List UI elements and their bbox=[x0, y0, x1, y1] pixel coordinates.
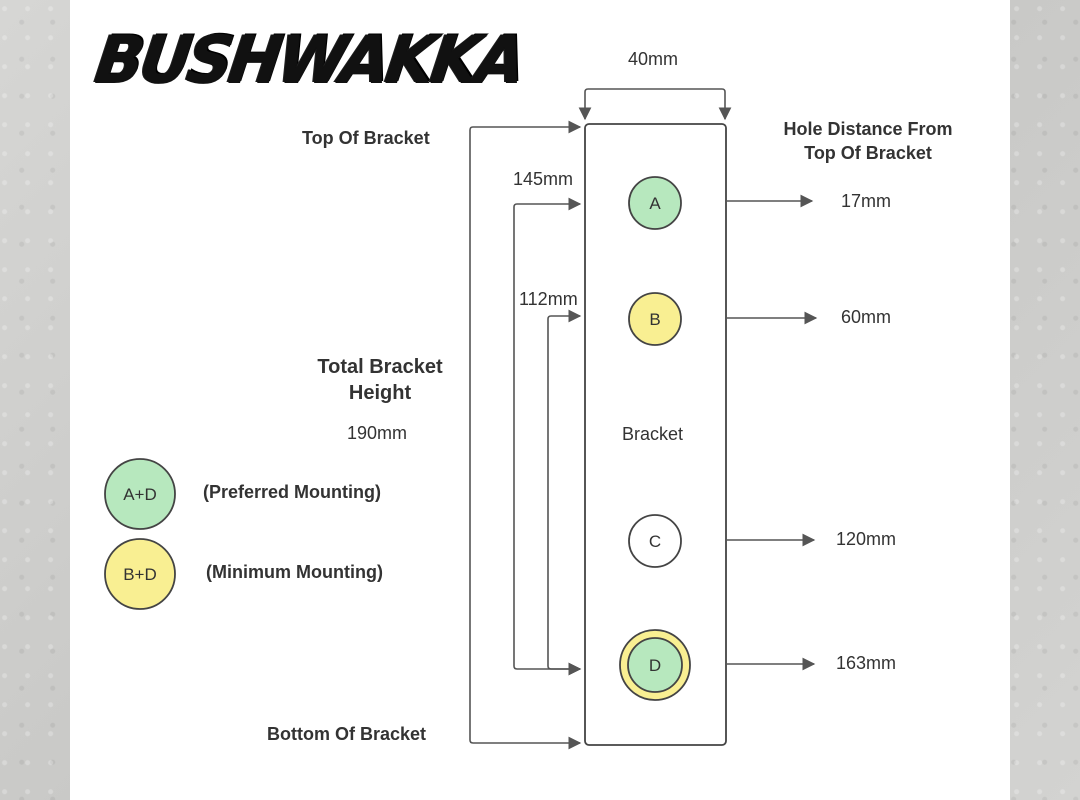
hole-a-label: A bbox=[649, 194, 661, 213]
b-to-d-dimension-line bbox=[547, 309, 582, 676]
top-of-bracket-label: Top Of Bracket bbox=[302, 128, 430, 148]
total-height-value: 190mm bbox=[347, 423, 408, 443]
hole-distance-title: Hole Distance From Top Of Bracket bbox=[776, 117, 960, 165]
bracket-body bbox=[584, 123, 727, 746]
legend-preferred-label: (Preferred Mounting) bbox=[203, 482, 381, 502]
total-height-title-line1: Total Bracket bbox=[317, 356, 443, 378]
hole-c-label: C bbox=[649, 532, 661, 551]
legend-preferred-badge-label: A+D bbox=[123, 485, 157, 504]
hole-d-label: D bbox=[649, 656, 661, 675]
total-height-dimension-line bbox=[469, 120, 582, 750]
legend-preferred-badge bbox=[104, 458, 176, 530]
a-to-d-span-label: 145mm bbox=[513, 169, 574, 189]
hole-distance-title-line2: Top Of Bracket bbox=[804, 143, 932, 163]
hole-distance-title-line1: Hole Distance From bbox=[783, 119, 953, 139]
width-dimension-line bbox=[578, 88, 732, 121]
hole-b-label: B bbox=[649, 310, 660, 329]
total-height-title: Total Bracket Height bbox=[300, 354, 460, 406]
bracket-label: Bracket bbox=[622, 424, 684, 444]
diagram-panel bbox=[70, 0, 1010, 800]
legend-minimum-badge bbox=[104, 538, 176, 610]
b-to-d-span-label: 112mm bbox=[519, 289, 578, 309]
hole-a-distance: 17mm bbox=[841, 191, 892, 211]
a-to-d-dimension-line bbox=[513, 197, 582, 676]
legend-minimum-badge-label: B+D bbox=[123, 565, 157, 584]
width-label: 40mm bbox=[628, 49, 679, 69]
hole-c bbox=[628, 514, 682, 568]
hole-d bbox=[627, 637, 683, 693]
bottom-of-bracket-label: Bottom Of Bracket bbox=[267, 724, 427, 744]
hole-b bbox=[628, 292, 682, 346]
legend-minimum-label: (Minimum Mounting) bbox=[206, 562, 383, 582]
hole-c-distance: 120mm bbox=[836, 529, 897, 549]
hole-a bbox=[628, 176, 682, 230]
hole-d-distance: 163mm bbox=[836, 653, 897, 673]
hole-b-distance: 60mm bbox=[841, 307, 892, 327]
total-height-title-line2: Height bbox=[348, 382, 412, 404]
